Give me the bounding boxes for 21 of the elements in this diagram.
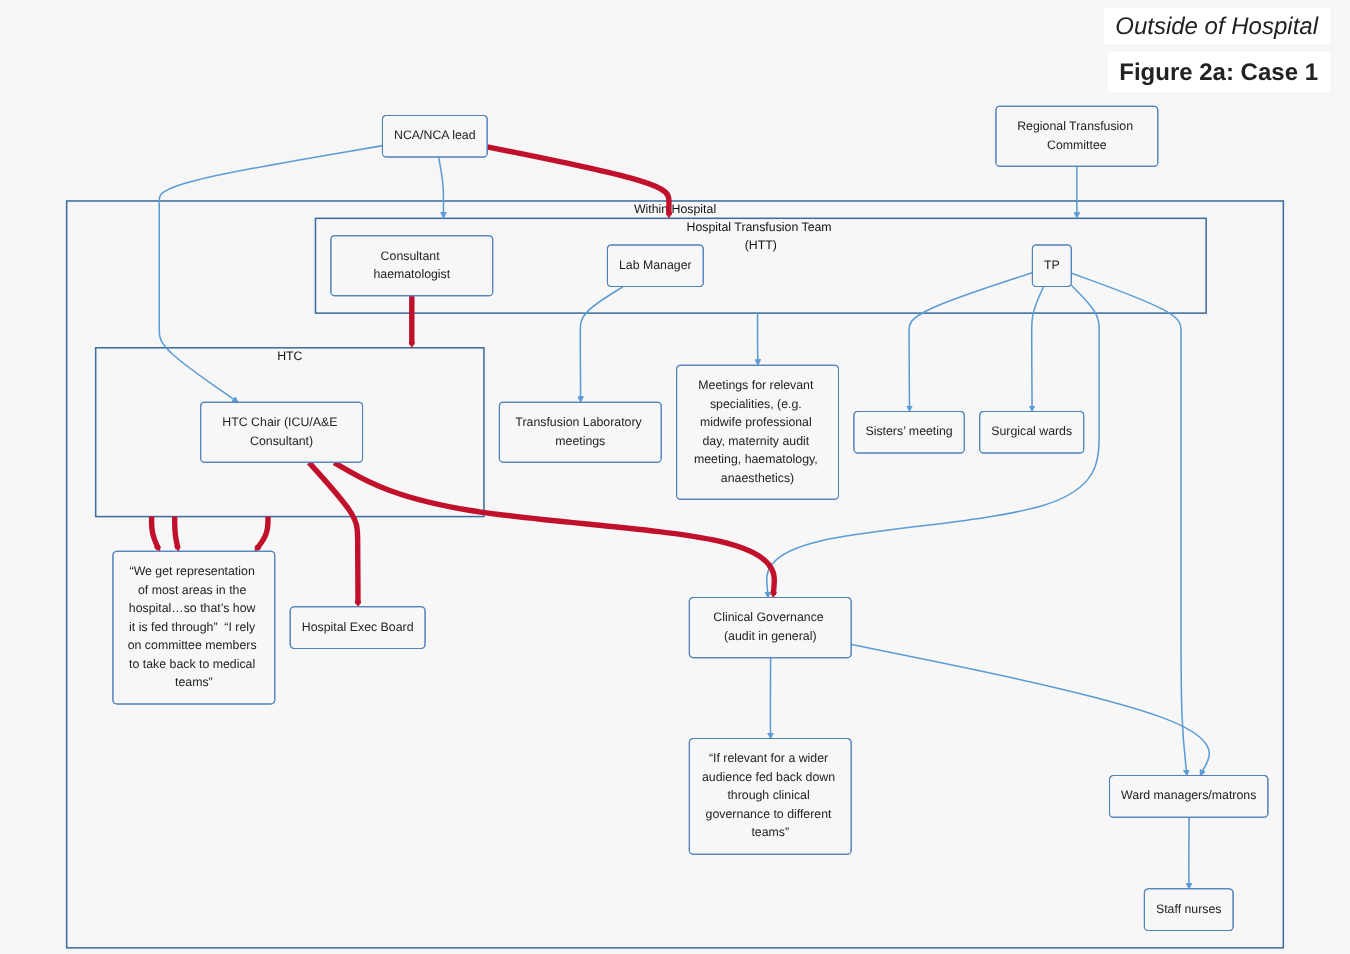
arrow <box>172 516 181 552</box>
arrow <box>577 286 624 403</box>
arrow <box>906 271 1034 413</box>
arrow <box>254 516 271 552</box>
arrow <box>754 312 762 366</box>
arrow <box>1073 165 1081 219</box>
region-label: Outside of Hospital <box>1103 8 1330 44</box>
arrow <box>767 657 774 740</box>
arrow <box>307 460 362 608</box>
arrow <box>437 156 447 219</box>
arrow <box>1185 816 1193 890</box>
arrow <box>332 460 777 599</box>
arrow <box>158 144 384 403</box>
figure-caption: Figure 2a: Case 1 <box>1107 52 1330 92</box>
arrow <box>850 643 1211 777</box>
arrow <box>486 144 673 219</box>
arrow <box>1028 286 1045 413</box>
arrow <box>408 295 416 349</box>
arrow <box>148 516 161 552</box>
arrow <box>764 284 1100 599</box>
arrow <box>1070 272 1190 777</box>
